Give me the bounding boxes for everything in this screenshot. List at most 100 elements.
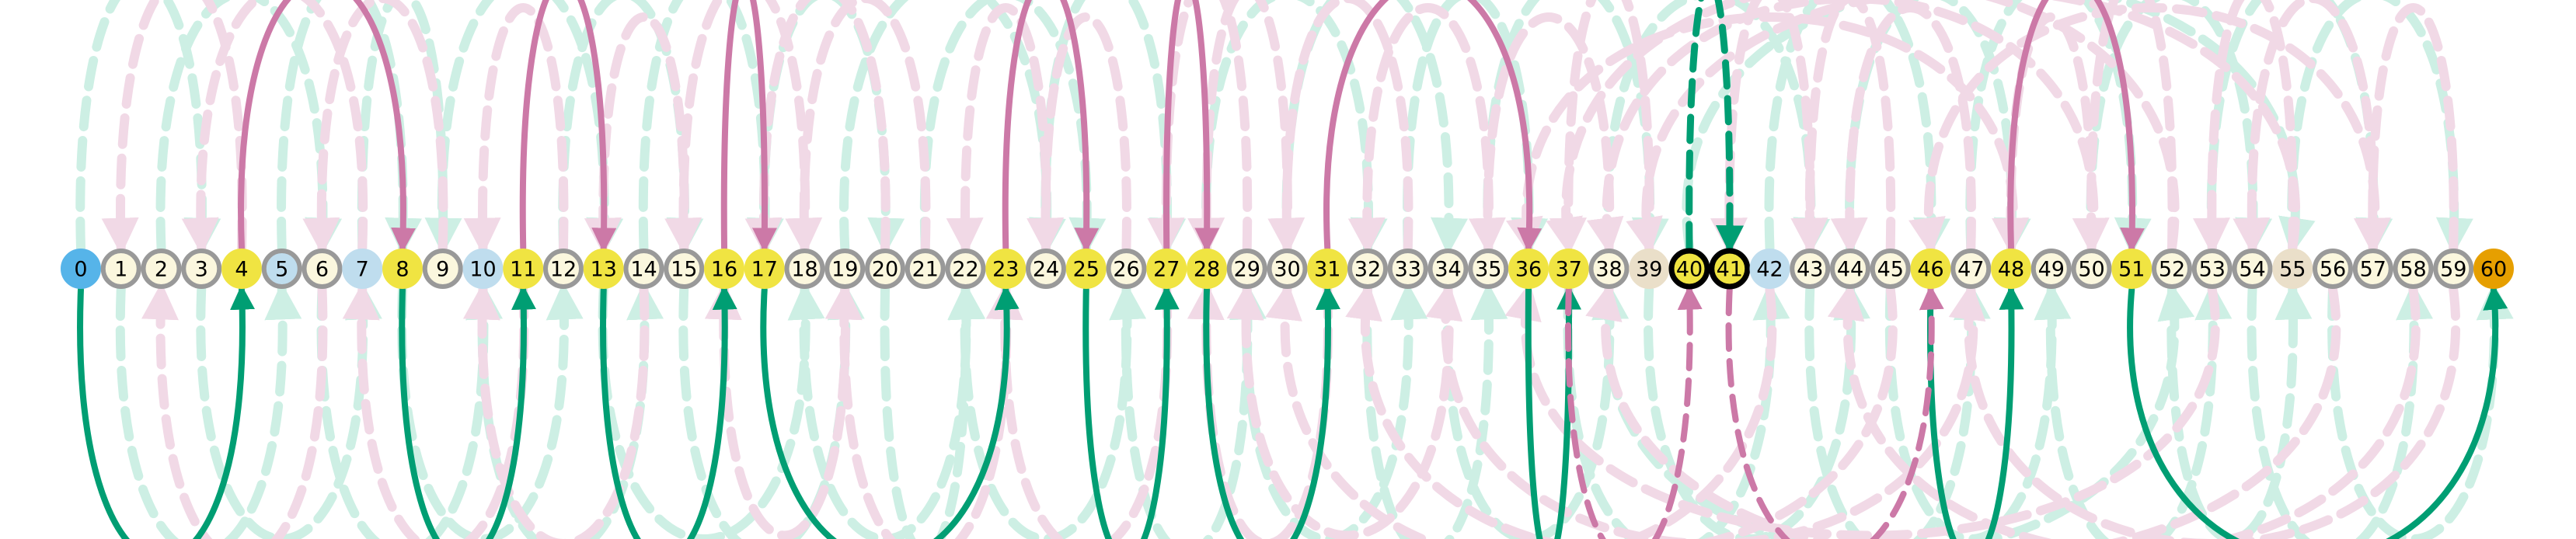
faded-forward-arc bbox=[2327, 282, 2514, 539]
node-2: 2 bbox=[141, 249, 182, 289]
node-17: 17 bbox=[744, 249, 785, 289]
faded-backward-arc bbox=[1586, 0, 2099, 256]
node-label: 11 bbox=[510, 258, 536, 282]
node-circle bbox=[462, 249, 504, 289]
node-44: 44 bbox=[1830, 249, 1870, 289]
node-11: 11 bbox=[503, 249, 544, 289]
node-40: 40 bbox=[1668, 248, 1710, 290]
highlight-backward-arc bbox=[1565, 284, 1703, 539]
solid-arcs-layer bbox=[77, 0, 2508, 539]
node-57: 57 bbox=[2352, 249, 2393, 289]
faded-backward-arc-bottom bbox=[704, 282, 850, 539]
node-label: 12 bbox=[550, 258, 577, 282]
path-forward-arc bbox=[1525, 284, 1581, 539]
node-55: 55 bbox=[2272, 249, 2313, 289]
node-label: 57 bbox=[2360, 258, 2386, 282]
faded-backward-arc bbox=[302, 0, 448, 256]
node-4: 4 bbox=[221, 249, 262, 289]
node-label: 6 bbox=[315, 258, 329, 282]
node-29: 29 bbox=[1226, 249, 1267, 289]
node-18: 18 bbox=[784, 249, 825, 289]
node-circle bbox=[1588, 249, 1630, 289]
faded-backward-arc bbox=[1187, 0, 1292, 256]
faded-backward-arc bbox=[1908, 3, 2380, 256]
faded-backward-arc-bottom bbox=[824, 282, 1012, 539]
node-circle bbox=[543, 249, 584, 289]
node-13: 13 bbox=[583, 249, 624, 289]
node-label: 14 bbox=[630, 258, 657, 282]
path-forward-arc bbox=[77, 284, 255, 539]
node-label: 31 bbox=[1314, 258, 1340, 282]
node-label: 21 bbox=[912, 258, 939, 282]
node-label: 60 bbox=[2480, 258, 2507, 282]
node-circle bbox=[2030, 249, 2072, 289]
node-circle bbox=[2393, 249, 2434, 289]
node-30: 30 bbox=[1267, 249, 1308, 289]
faded-backward-arc bbox=[1790, 0, 1896, 256]
faded-forward-arc bbox=[799, 282, 986, 539]
node-3: 3 bbox=[181, 249, 222, 289]
faded-forward-arc bbox=[316, 282, 503, 539]
node-56: 56 bbox=[2313, 249, 2353, 289]
node-1: 1 bbox=[100, 249, 141, 289]
node-circle bbox=[1910, 249, 1951, 289]
faded-backward-arc bbox=[181, 0, 368, 256]
node-circle bbox=[382, 249, 423, 289]
node-label: 9 bbox=[436, 258, 449, 282]
node-50: 50 bbox=[2071, 249, 2112, 289]
node-12: 12 bbox=[543, 249, 584, 289]
node-circle bbox=[1226, 249, 1267, 289]
node-label: 51 bbox=[2118, 258, 2145, 282]
node-circle bbox=[1267, 249, 1308, 289]
node-label: 41 bbox=[1717, 258, 1743, 282]
faded-forward-arc bbox=[1362, 282, 1508, 539]
faded-backward-arc-bottom bbox=[342, 282, 529, 539]
node-49: 49 bbox=[2030, 249, 2072, 289]
node-circle bbox=[342, 249, 383, 289]
node-circle bbox=[985, 249, 1027, 289]
node-16: 16 bbox=[704, 249, 744, 289]
highlight-forward-arc bbox=[1685, 0, 1745, 254]
node-39: 39 bbox=[1629, 249, 1670, 289]
node-circle bbox=[1830, 249, 1870, 289]
node-circle bbox=[1065, 249, 1107, 289]
node-37: 37 bbox=[1548, 249, 1589, 289]
node-26: 26 bbox=[1106, 249, 1147, 289]
path-forward-arc bbox=[1203, 284, 1340, 539]
node-circle bbox=[784, 249, 825, 289]
node-21: 21 bbox=[905, 249, 946, 289]
node-25: 25 bbox=[1065, 249, 1107, 289]
node-35: 35 bbox=[1468, 249, 1509, 289]
node-label: 48 bbox=[1998, 258, 2024, 282]
node-28: 28 bbox=[1187, 249, 1227, 289]
node-circle bbox=[1347, 249, 1388, 289]
node-label: 56 bbox=[2320, 258, 2346, 282]
node-label: 45 bbox=[1877, 258, 1904, 282]
faded-backward-arc bbox=[2072, 0, 2177, 256]
faded-backward-arc bbox=[2353, 3, 2459, 256]
faded-backward-arc-bottom bbox=[1827, 282, 2421, 539]
node-label: 4 bbox=[235, 258, 248, 282]
node-20: 20 bbox=[865, 249, 905, 289]
path-forward-arc bbox=[1082, 284, 1180, 539]
node-circle bbox=[261, 249, 302, 289]
node-circle bbox=[100, 249, 141, 289]
node-circle bbox=[1427, 249, 1469, 289]
node-9: 9 bbox=[422, 249, 463, 289]
node-label: 19 bbox=[831, 258, 858, 282]
node-label: 22 bbox=[952, 258, 978, 282]
node-circle bbox=[141, 249, 182, 289]
node-47: 47 bbox=[1950, 249, 1992, 289]
node-label: 26 bbox=[1113, 258, 1139, 282]
faded-backward-arc bbox=[664, 0, 810, 256]
node-label: 50 bbox=[2078, 258, 2104, 282]
node-circle bbox=[422, 249, 463, 289]
node-label: 24 bbox=[1033, 258, 1059, 282]
node-circle bbox=[221, 249, 262, 289]
faded-backward-arc bbox=[463, 3, 569, 256]
faded-backward-arc bbox=[744, 0, 891, 256]
faded-backward-arc bbox=[1546, 0, 2180, 256]
node-circle bbox=[2071, 249, 2112, 289]
node-label: 10 bbox=[469, 258, 496, 282]
node-circle bbox=[2272, 249, 2313, 289]
